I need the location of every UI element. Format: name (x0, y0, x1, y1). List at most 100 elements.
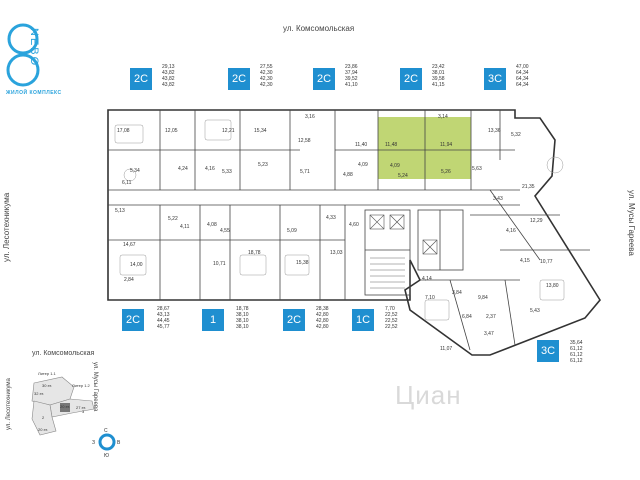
room-area-label: 4,15 (520, 258, 530, 264)
room-area-label: 5,71 (300, 169, 310, 175)
room-area-label: 11,94 (440, 142, 452, 148)
logo-subtitle: ЖИЛОЙ КОМПЛЕКС (6, 90, 62, 96)
room-area-label: 12,58 (298, 138, 311, 144)
svg-text:3: 3 (82, 409, 85, 414)
svg-text:30 эт.: 30 эт. (42, 383, 52, 388)
compass-icon: С В Ю З (92, 428, 121, 459)
site-minimap: Литер 1.1 Литер 1.2 30 эт. 32 эт. 20 эт.… (31, 371, 95, 436)
room-area-label: 5,23 (258, 162, 268, 168)
unit-type-badge: 2С (122, 309, 144, 331)
unit-type-badge: 3С (484, 68, 506, 90)
room-area-label: 12,29 (530, 218, 543, 224)
room-area-label: 14,67 (123, 242, 136, 248)
svg-text:20 эт.: 20 эт. (38, 427, 48, 432)
svg-text:Литер 1.1: Литер 1.1 (38, 371, 57, 376)
room-area-label: 9,84 (478, 295, 488, 301)
svg-text:27 эт.: 27 эт. (76, 405, 86, 410)
room-area-label: 4,55 (220, 228, 230, 234)
room-area-label: 3,43 (493, 196, 503, 202)
unit-card-top-2[interactable]: 2С (228, 68, 250, 90)
room-area-label: 17,08 (117, 128, 130, 134)
selected-unit-highlight (378, 117, 471, 179)
room-area-label: 15,34 (254, 128, 267, 134)
room-area-label: 4,08 (207, 222, 217, 228)
room-area-label: 5,22 (168, 216, 178, 222)
unit-type-badge: 1С (352, 309, 374, 331)
minimap-street-left: ул. Лесотехникума (6, 378, 12, 430)
unit-type-badge: 2С (400, 68, 422, 90)
room-area-label: 13,36 (488, 128, 501, 134)
unit-type-badge: 2С (228, 68, 250, 90)
minimap-street-top: ул. Комсомольская (32, 350, 95, 357)
unit-card-bottom-3[interactable]: 2С (283, 309, 305, 331)
room-area-label: 4,88 (343, 172, 353, 178)
unit-type-badge: 2С (313, 68, 335, 90)
unit-card-top-4[interactable]: 2С (400, 68, 422, 90)
room-area-label: 14,00 (130, 262, 143, 268)
room-area-label: 10,71 (213, 261, 226, 267)
street-top-label: ул. Комсомольская (283, 24, 355, 33)
room-area-label: 5,34 (130, 168, 140, 174)
room-area-label: 6,84 (462, 314, 472, 320)
svg-text:З: З (92, 440, 95, 446)
room-area-label: 21,35 (522, 184, 535, 190)
svg-text:Ю: Ю (104, 453, 109, 459)
room-area-label: 11,07 (440, 346, 452, 352)
svg-text:2: 2 (42, 415, 45, 420)
unit-type-badge: 3С (537, 340, 559, 362)
room-area-label: 2,37 (486, 314, 496, 320)
svg-text:32 эт.: 32 эт. (34, 391, 44, 396)
room-area-label: 7,10 (425, 295, 435, 301)
svg-text:Литер 1.2: Литер 1.2 (72, 383, 91, 388)
room-area-label: 12,21 (222, 128, 235, 134)
room-area-label: 5,33 (222, 169, 232, 175)
unit-type-badge: 2С (130, 68, 152, 90)
room-area-label: 4,60 (349, 222, 359, 228)
unit-type-badge: 1 (202, 309, 224, 331)
room-area-label: 5,13 (115, 208, 125, 214)
room-area-label: 5,43 (530, 308, 540, 314)
unit-card-top-3[interactable]: 2С (313, 68, 335, 90)
logo-eight-icon (6, 23, 40, 87)
room-area-label: 5,26 (441, 169, 451, 175)
watermark: Циан (395, 380, 462, 410)
room-area-label: 5,09 (287, 228, 297, 234)
unit-card-bottom-4[interactable]: 1С (352, 309, 374, 331)
unit-card-top-5[interactable]: 3С (484, 68, 506, 90)
room-area-label: 13,03 (330, 250, 343, 256)
room-area-label: 5,63 (472, 166, 482, 172)
room-area-label: 18,78 (248, 250, 261, 256)
unit-card-bottom-1[interactable]: 2С (122, 309, 144, 331)
room-area-label: 4,16 (506, 228, 516, 234)
room-area-label: 4,16 (205, 166, 215, 172)
room-area-label: 3,47 (484, 331, 494, 337)
unit-type-badge: 2С (283, 309, 305, 331)
room-area-label: 5,32 (511, 132, 521, 138)
unit-card-right[interactable]: 3С (537, 340, 559, 362)
room-area-label: 11,40 (355, 142, 367, 148)
room-area-label: 4,09 (390, 163, 400, 169)
room-area-label: 3,14 (438, 114, 448, 120)
room-area-label: 11,48 (385, 142, 397, 148)
unit-card-top-1[interactable]: 2С (130, 68, 152, 90)
current-building-marker (60, 403, 70, 412)
unit-card-bottom-2[interactable]: 1 (202, 309, 224, 331)
svg-text:20 эт.: 20 эт. (60, 404, 70, 409)
room-area-label: 4,09 (358, 162, 368, 168)
room-area-label: 4,33 (326, 215, 336, 221)
svg-text:С: С (104, 428, 108, 434)
room-area-label: 3,16 (305, 114, 315, 120)
room-area-label: 4,11 (180, 224, 190, 230)
room-area-label: 10,77 (540, 259, 553, 265)
